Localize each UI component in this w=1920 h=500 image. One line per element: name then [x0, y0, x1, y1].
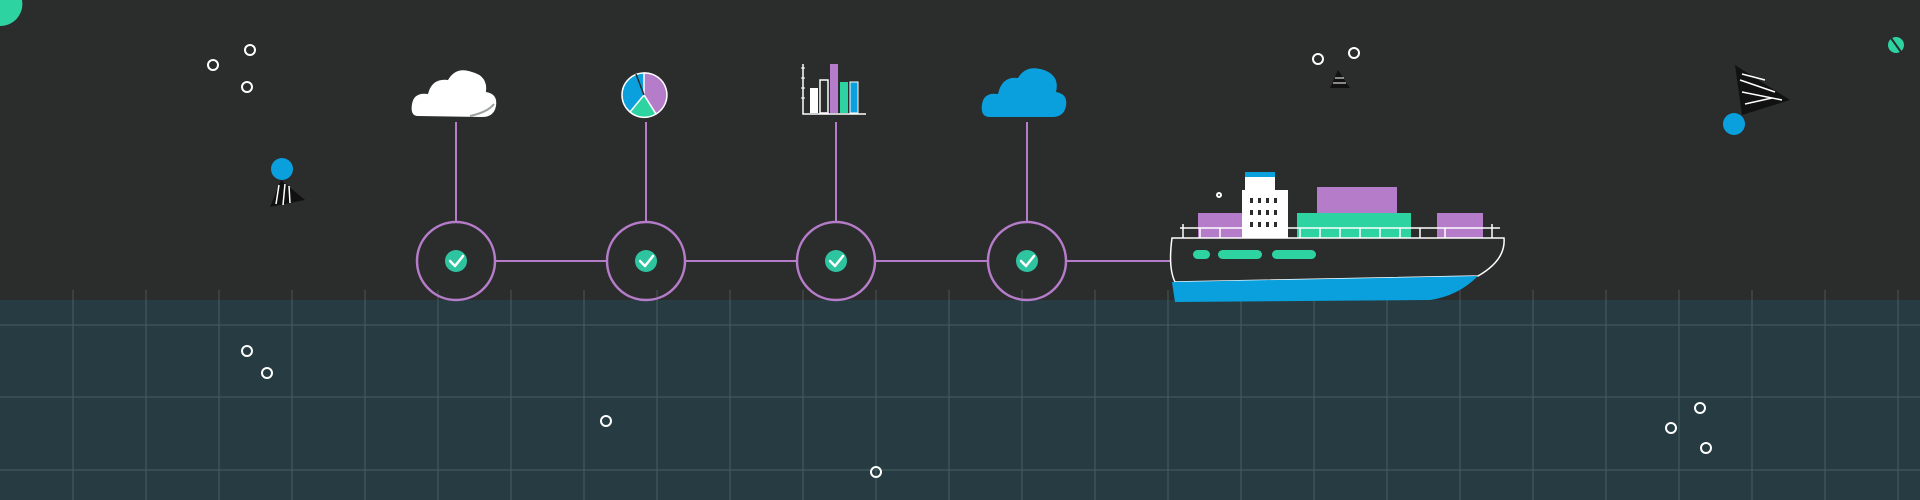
check-icon [448, 254, 465, 268]
check-badge [825, 250, 847, 272]
sea-grid [0, 290, 1920, 500]
pie-chart-icon [621, 72, 668, 119]
white-cloud-icon [411, 70, 497, 117]
blue-balloon-shape [270, 158, 305, 207]
green-dot-shape [1888, 37, 1904, 53]
paper-plane-shape [1723, 65, 1790, 135]
connector-lines [455, 122, 1175, 262]
small-triangle-shape [1330, 70, 1350, 88]
check-badge [445, 250, 467, 272]
check-icon [638, 254, 655, 268]
cargo-ship-icon [1169, 172, 1505, 302]
step-node-2 [605, 220, 687, 302]
step-node-4 [986, 220, 1068, 302]
blue-cloud-icon [981, 68, 1067, 117]
green-blob-shape [0, 0, 23, 27]
check-badge [1016, 250, 1038, 272]
check-icon [1019, 254, 1036, 268]
bar-chart-icon [801, 64, 866, 115]
step-node-3 [795, 220, 877, 302]
check-badge [635, 250, 657, 272]
step-node-1 [415, 220, 497, 302]
sea-background [0, 300, 1920, 500]
sky-background [0, 0, 1920, 300]
check-icon [828, 254, 845, 268]
decorative-bubbles [207, 44, 1712, 478]
